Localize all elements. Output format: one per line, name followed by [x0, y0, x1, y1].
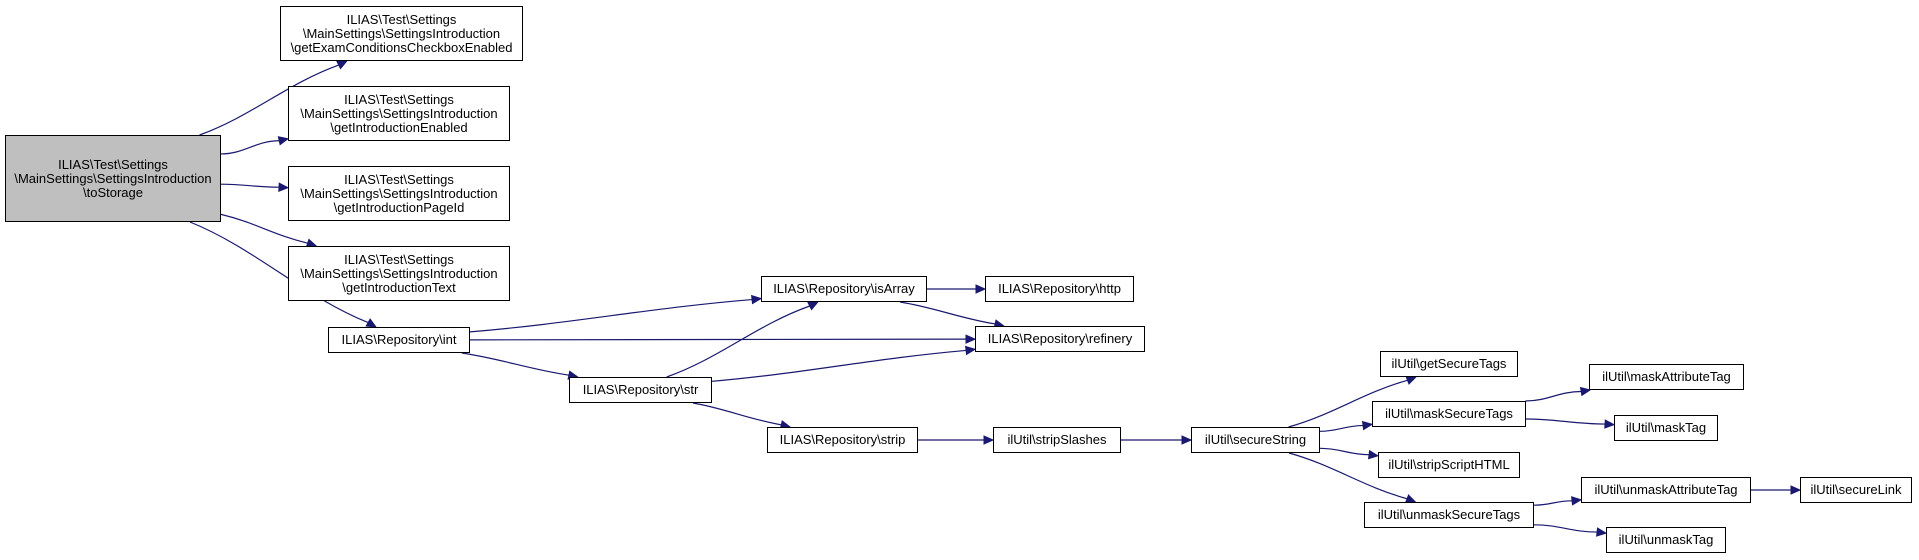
arrowhead-mask_secure_tags [1361, 420, 1374, 431]
edge-repo_str-to-repo_isarray [666, 305, 810, 378]
arrowhead-repo_http [975, 284, 987, 294]
arrowhead-secure_string [1181, 435, 1193, 445]
arrowhead-mask_attribute_tag [1579, 386, 1592, 397]
node-line: ilUtil\secureString [1204, 432, 1307, 447]
node-line: ILIAS\Repository\int [341, 332, 457, 347]
node-strip-slashes[interactable]: ilUtil\stripSlashes [993, 427, 1121, 453]
edge-root-to-intro_text [220, 213, 308, 244]
node-get-introduction-enabled[interactable]: ILIAS\Test\Settings \MainSettings\Settin… [288, 86, 510, 141]
edge-secure_string-to-get_secure_tags [1288, 379, 1408, 428]
arrowhead-repo_refinery [964, 345, 977, 356]
node-get-secure-tags[interactable]: ilUtil\getSecureTags [1380, 351, 1518, 377]
arrowhead-intro_page [278, 182, 290, 192]
edge-repo_isarray-to-repo_refinery [900, 301, 996, 325]
edge-secure_string-to-unmask_secure_tags [1288, 452, 1408, 500]
edge-unmask_secure_tags-to-unmask_attribute_tag [1533, 500, 1573, 506]
node-line: \getIntroductionText [342, 279, 456, 295]
edge-repo_str-to-repo_strip [692, 402, 782, 426]
node-unmask-attribute-tag[interactable]: ilUtil\unmaskAttributeTag [1581, 477, 1751, 503]
node-line: ilUtil\unmaskAttributeTag [1594, 482, 1738, 497]
node-line: ilUtil\stripSlashes [1007, 432, 1107, 447]
node-line: \getIntroductionPageId [333, 199, 465, 215]
node-mask-attribute-tag[interactable]: ilUtil\maskAttributeTag [1589, 364, 1744, 390]
node-mask-secure-tags[interactable]: ilUtil\maskSecureTags [1372, 401, 1526, 427]
edge-root-to-repo_int [189, 221, 369, 324]
arrowhead-unmask_attribute_tag [1571, 496, 1583, 506]
node-line: ILIAS\Test\Settings [346, 11, 457, 27]
node-line: ilUtil\secureLink [1810, 482, 1902, 497]
node-get-exam-conditions-checkbox-enabled[interactable]: ILIAS\Test\Settings \MainSettings\Settin… [280, 6, 523, 61]
edge-repo_str-to-repo_refinery [711, 349, 967, 382]
node-line: ilUtil\getSecureTags [1391, 356, 1507, 371]
node-line: ilUtil\unmaskSecureTags [1377, 507, 1521, 522]
edge-secure_string-to-mask_secure_tags [1319, 424, 1364, 432]
node-line: \getExamConditionsCheckboxEnabled [290, 39, 513, 55]
node-line: ilUtil\unmaskTag [1618, 532, 1714, 547]
node-line: ILIAS\Test\Settings [344, 91, 454, 107]
node-repository-str[interactable]: ILIAS\Repository\str [569, 377, 712, 403]
node-line: ILIAS\Repository\strip [779, 432, 906, 447]
arrowhead-repo_int [365, 318, 378, 328]
node-line: \getIntroductionEnabled [330, 119, 468, 135]
edge-root-to-exam [199, 64, 339, 136]
node-line: ilUtil\maskTag [1625, 420, 1707, 435]
arrowhead-unmask_tag [1596, 527, 1608, 537]
node-repository-refinery[interactable]: ILIAS\Repository\refinery [975, 326, 1145, 352]
arrowhead-secure_link [1790, 485, 1802, 495]
node-line: ILIAS\Test\Settings [344, 171, 454, 187]
edge-mask_secure_tags-to-mask_tag [1525, 418, 1606, 425]
node-repository-is-array[interactable]: ILIAS\Repository\isArray [761, 276, 927, 302]
edge-unmask_secure_tags-to-unmask_tag [1533, 524, 1598, 533]
node-line: ilUtil\stripScriptHTML [1388, 457, 1510, 472]
node-get-introduction-page-id[interactable]: ILIAS\Test\Settings \MainSettings\Settin… [288, 166, 510, 221]
node-repository-http[interactable]: ILIAS\Repository\http [985, 276, 1134, 302]
node-line: \MainSettings\SettingsIntroduction [300, 185, 498, 201]
node-repository-strip[interactable]: ILIAS\Repository\strip [767, 427, 918, 453]
arrowhead-repo_refinery [965, 334, 977, 344]
node-line: \toStorage [83, 184, 143, 200]
node-unmask-secure-tags[interactable]: ilUtil\unmaskSecureTags [1364, 502, 1534, 528]
node-get-introduction-text[interactable]: ILIAS\Test\Settings \MainSettings\Settin… [288, 246, 510, 301]
node-line: ILIAS\Test\Settings [58, 156, 168, 172]
edge-repo_int-to-repo_isarray [469, 298, 753, 333]
node-to-storage[interactable]: ILIAS\Test\Settings \MainSettings\Settin… [5, 135, 221, 222]
edge-root-to-intro_enabled [220, 140, 280, 155]
node-line: ilUtil\maskAttributeTag [1602, 369, 1731, 384]
edge-root-to-intro_page [220, 183, 280, 188]
node-secure-string[interactable]: ilUtil\secureString [1191, 427, 1320, 453]
node-line: ILIAS\Repository\str [582, 382, 699, 397]
node-line: ILIAS\Repository\http [998, 281, 1121, 296]
node-mask-tag[interactable]: ilUtil\maskTag [1614, 415, 1718, 441]
node-line: \MainSettings\SettingsIntroduction [302, 25, 501, 41]
arrowhead-strip_script_html [1367, 449, 1380, 460]
node-repository-int[interactable]: ILIAS\Repository\int [328, 327, 470, 353]
node-line: ILIAS\Repository\refinery [987, 331, 1133, 346]
node-secure-link[interactable]: ilUtil\secureLink [1800, 477, 1912, 503]
node-unmask-tag[interactable]: ilUtil\unmaskTag [1606, 527, 1726, 553]
node-line: ILIAS\Test\Settings [344, 251, 454, 267]
arrowhead-strip_slashes [983, 435, 995, 445]
edge-repo_int-to-repo_str [461, 352, 569, 376]
arrowhead-mask_tag [1604, 419, 1616, 429]
arrowhead-get_secure_tags [1405, 376, 1418, 385]
edge-repo_int-to-repo_refinery [469, 338, 967, 341]
edge-secure_string-to-strip_script_html [1319, 447, 1370, 456]
arrowhead-exam [336, 60, 348, 70]
arrowhead-intro_enabled [277, 136, 290, 146]
node-line: ilUtil\maskSecureTags [1385, 406, 1513, 421]
node-line: \MainSettings\SettingsIntroduction [300, 105, 498, 121]
node-strip-script-html[interactable]: ilUtil\stripScriptHTML [1378, 452, 1520, 478]
edge-mask_secure_tags-to-mask_attribute_tag [1525, 390, 1582, 402]
arrowhead-repo_isarray [751, 294, 763, 305]
node-line: \MainSettings\SettingsIntroduction [14, 170, 212, 186]
arrowhead-repo_isarray [807, 301, 819, 311]
node-line: \MainSettings\SettingsIntroduction [300, 265, 498, 281]
node-line: ILIAS\Repository\isArray [773, 281, 915, 296]
